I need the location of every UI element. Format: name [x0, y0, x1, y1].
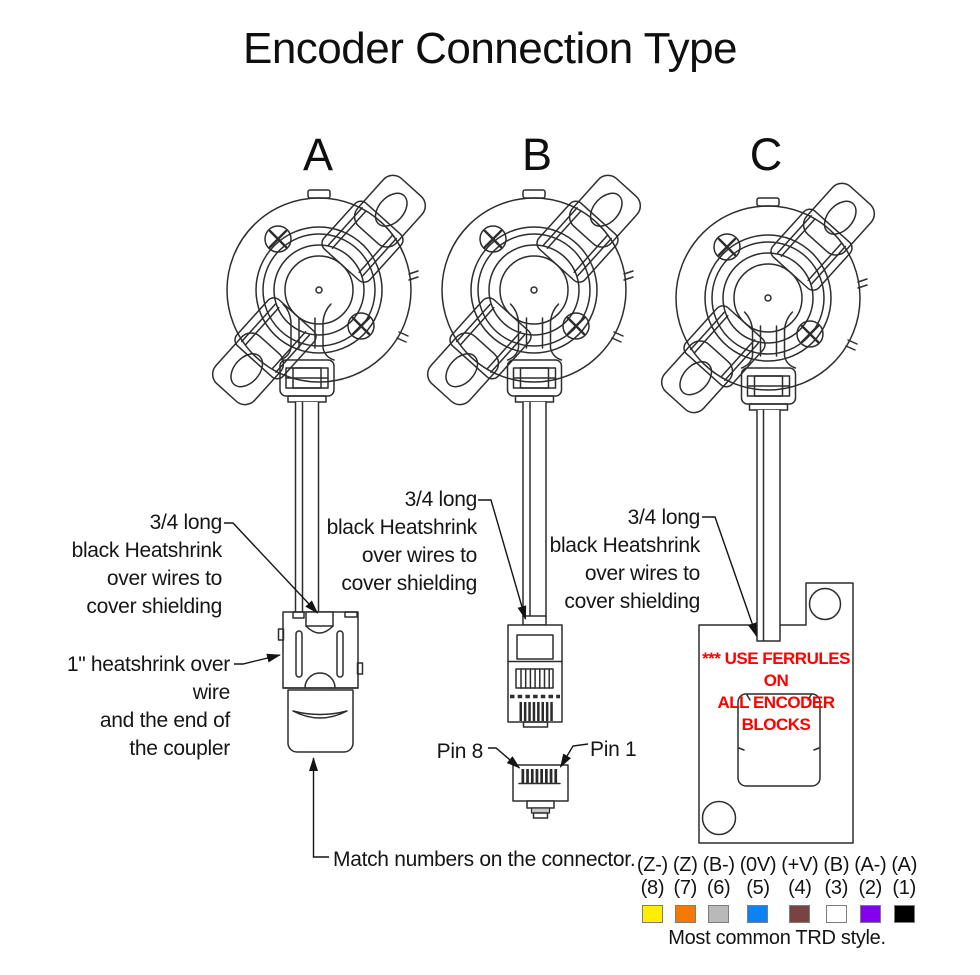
plate-hole-top — [808, 587, 842, 621]
plate-opening — [737, 693, 821, 787]
cable-a — [294, 401, 320, 614]
legend-caption: Most common TRD style. — [668, 927, 886, 949]
annotation-heatshrink-c: 3/4 long black Heatshrink over wires to … — [520, 504, 701, 616]
leader-pin8 — [488, 747, 521, 769]
legend-column-white: (B)(3) — [823, 854, 849, 923]
legend-column-gray: (B-)(6) — [703, 854, 735, 923]
wire-color-swatch-black — [893, 905, 915, 923]
wire-color-swatch-brown — [789, 905, 811, 923]
legend-signal-label: (Z-) — [636, 854, 668, 876]
ferrule-warning-line: ALL ENCODER BLOCKS — [717, 693, 835, 734]
annotation-line: 1" heatshrink over wire — [66, 653, 230, 704]
annotation-line: black Heatshrink — [549, 534, 701, 557]
annotation-heatshrink-b: 3/4 long black Heatshrink over wires to … — [297, 486, 478, 598]
pin8-label: Pin 8 — [436, 740, 484, 763]
type-label-b: B — [521, 129, 552, 180]
terminal-block-plate — [698, 582, 854, 844]
wiring-legend: (Z-)(8)(Z)(7)(B-)(6)(0V)(5)(+V)(4)(B)(3)… — [622, 854, 932, 923]
ferrule-warning: *** USE FERRULES ON ALL ENCODER BLOCKS — [697, 648, 855, 736]
legend-signal-label: (0V) — [739, 854, 777, 876]
legend-column-yellow: (Z-)(8) — [637, 854, 668, 923]
legend-signal-label: (+V) — [781, 854, 819, 876]
rj45-end-view — [512, 764, 569, 819]
annotation-match-note: Match numbers on the connector. — [333, 848, 636, 871]
encoder-c-drawing — [653, 175, 884, 422]
legend-pin-label: (2) — [858, 877, 883, 899]
wire-color-swatch-white — [825, 905, 847, 923]
annotation-line: the coupler — [129, 737, 230, 760]
pin1-label: Pin 1 — [590, 738, 637, 761]
annotation-line: over wires to — [361, 544, 477, 567]
wire-color-swatch-yellow — [641, 905, 663, 923]
leader-heatshrink-b — [478, 499, 527, 620]
wire-color-swatch-blue — [747, 905, 769, 923]
encoder-b-drawing — [419, 167, 650, 414]
annotation-line: over wires to — [584, 562, 700, 585]
legend-pin-label: (6) — [706, 877, 731, 899]
legend-signal-label: (Z) — [672, 854, 698, 876]
legend-pin-label: (4) — [788, 877, 812, 899]
type-label-c: C — [749, 129, 783, 180]
annotation-line: 3/4 long — [404, 488, 478, 511]
legend-pin-label: (1) — [892, 877, 916, 899]
annotation-coupler-note: 1" heatshrink over wire and the end of t… — [30, 651, 230, 763]
annotation-line: 3/4 long — [149, 511, 223, 534]
annotation-line: black Heatshrink — [71, 539, 223, 562]
leader-heatshrink-a — [224, 522, 319, 614]
annotation-line: and the end of — [99, 709, 230, 732]
annotation-line: cover shielding — [86, 595, 222, 618]
annotation-heatshrink-a: 3/4 long black Heatshrink over wires to … — [42, 509, 223, 621]
leader-heatshrink-c — [702, 516, 758, 637]
legend-column-blue: (0V)(5) — [740, 854, 777, 923]
connector-a-drawing — [277, 611, 364, 753]
leader-match-note — [309, 757, 329, 858]
annotation-line: black Heatshrink — [326, 516, 478, 539]
legend-column-violet: (A-)(2) — [854, 854, 887, 923]
leader-lines — [224, 499, 758, 858]
type-label-a: A — [302, 129, 333, 180]
encoder-a-drawing — [204, 167, 435, 414]
wire-color-swatch-violet — [859, 905, 881, 923]
leader-coupler-note — [234, 653, 281, 665]
page-title: Encoder Connection Type — [242, 24, 738, 73]
legend-column-brown: (+V)(4) — [781, 854, 819, 923]
legend-signal-label: (B-) — [702, 854, 735, 876]
legend-pin-label: (8) — [640, 877, 665, 899]
annotation-line: over wires to — [106, 567, 222, 590]
leader-pin1 — [559, 743, 589, 768]
legend-signal-label: (A-) — [854, 854, 887, 876]
legend-pin-label: (5) — [746, 877, 770, 899]
legend-pin-label: (7) — [673, 877, 698, 899]
ferrule-warning-line: *** USE FERRULES ON — [702, 649, 850, 690]
wire-color-swatch-orange — [674, 905, 696, 923]
legend-signal-label: (B) — [823, 854, 850, 876]
cable-c — [756, 409, 781, 642]
legend-column-black: (A)(1) — [891, 854, 917, 923]
annotation-line: 3/4 long — [627, 506, 701, 529]
legend-signal-label: (A) — [891, 854, 918, 876]
cable-b — [522, 401, 547, 618]
connector-b-drawing — [507, 615, 563, 728]
annotation-line: cover shielding — [341, 572, 477, 595]
annotation-line: cover shielding — [564, 590, 700, 613]
legend-column-orange: (Z)(7) — [673, 854, 698, 923]
plate-hole-bottom — [701, 800, 737, 836]
legend-pin-label: (3) — [824, 877, 849, 899]
wire-color-swatch-gray — [708, 905, 730, 923]
